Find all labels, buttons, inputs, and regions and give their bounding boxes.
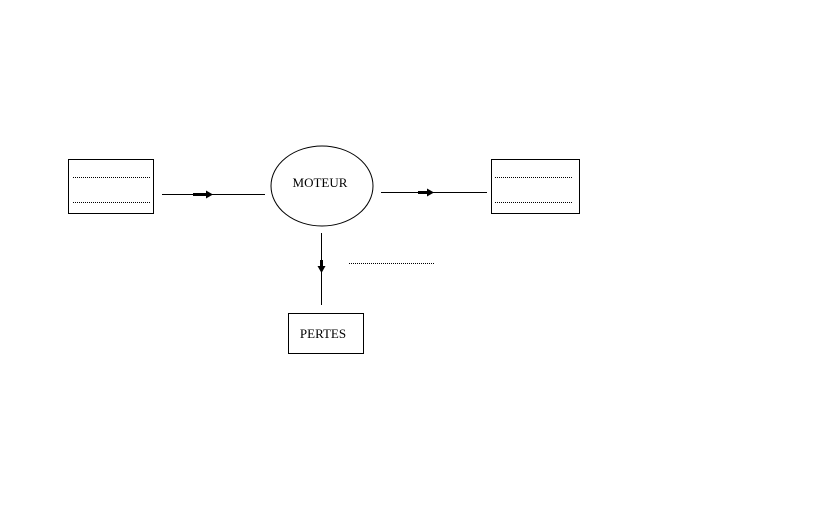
motor-label: MOTEUR (293, 175, 348, 190)
motor-ellipse: MOTEUR (270, 145, 374, 227)
input-box (68, 159, 154, 214)
output-arrow (381, 188, 487, 197)
losses-label: PERTES (300, 326, 346, 341)
output-box (491, 159, 580, 214)
input-arrow (162, 190, 265, 199)
losses-box: PERTES (288, 313, 364, 354)
losses-arrow (317, 233, 326, 305)
